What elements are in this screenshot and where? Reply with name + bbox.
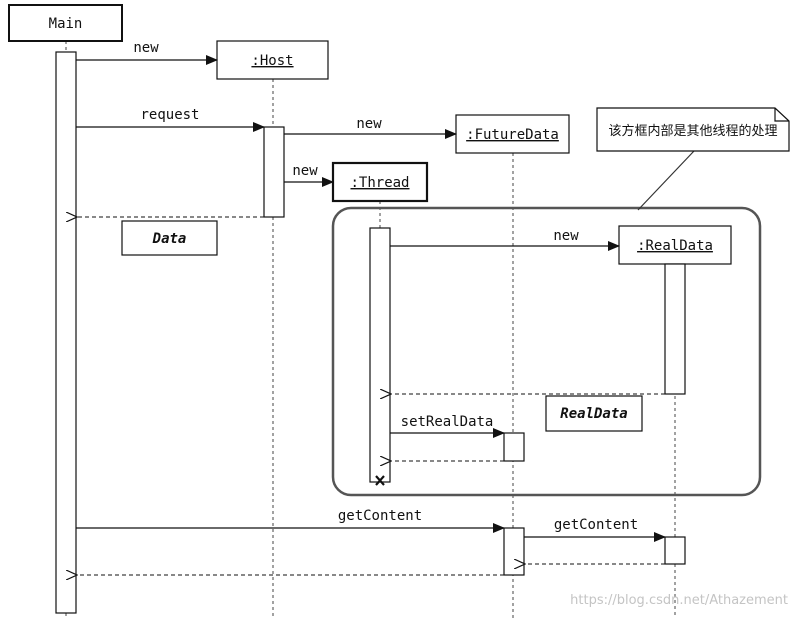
activation-futuredata-get xyxy=(503,527,525,576)
participant-host: :Host xyxy=(216,40,329,80)
message-new-realdata-label: new xyxy=(553,228,579,244)
note-text: 该方框内部是其他线程的处理 xyxy=(608,123,777,139)
participant-futuredata: :FutureData xyxy=(455,114,570,154)
activation-thread xyxy=(369,227,391,483)
return-value-data: Data xyxy=(121,220,218,256)
participant-host-label: :Host xyxy=(251,53,293,69)
participant-main: Main xyxy=(8,4,123,42)
participant-thread: :Thread xyxy=(331,161,429,203)
message-get-content-future-label: getContent xyxy=(554,517,638,533)
participant-futuredata-label: :FutureData xyxy=(466,127,559,143)
activation-main xyxy=(55,51,77,614)
participant-realdata-label: :RealData xyxy=(637,238,713,254)
return-value-realdata-label: RealData xyxy=(560,406,627,422)
message-new-host-label: new xyxy=(133,40,159,56)
note-box: 该方框内部是其他线程的处理 xyxy=(596,107,790,152)
participant-realdata: :RealData xyxy=(618,225,732,265)
thread-destroy-mark xyxy=(375,475,385,486)
activation-futuredata-set xyxy=(503,432,525,462)
message-set-real-data-label: setRealData xyxy=(401,414,494,430)
message-new-thread-label: new xyxy=(292,163,318,179)
return-value-realdata: RealData xyxy=(545,395,643,432)
other-thread-region xyxy=(331,206,762,497)
message-new-futuredata-label: new xyxy=(356,116,382,132)
message-request-label: request xyxy=(140,107,199,123)
participant-thread-label: :Thread xyxy=(350,175,409,191)
note-connector xyxy=(637,150,695,211)
watermark: https://blog.csdn.net/Athazement xyxy=(570,593,788,608)
activation-realdata-get xyxy=(664,536,686,565)
return-value-data-label: Data xyxy=(152,231,187,247)
message-get-content-main-label: getContent xyxy=(338,508,422,524)
participant-main-label: Main xyxy=(49,16,83,32)
activation-realdata-build xyxy=(664,263,686,395)
activation-host xyxy=(263,126,285,218)
